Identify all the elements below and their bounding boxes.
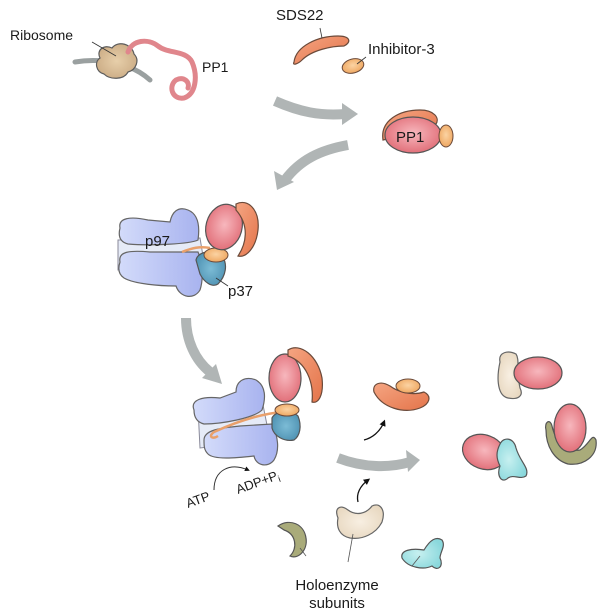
p97-top-lobe-2 [192, 377, 266, 425]
ribosome-group: Ribosome PP1 [10, 27, 229, 101]
holoenzyme-subunits: Holoenzyme subunits [276, 478, 444, 612]
assembled-holoenzymes [461, 351, 597, 481]
released-sds22 [373, 382, 430, 411]
inhibitor3-on-p97-2 [274, 403, 300, 417]
holoenzyme-olive-partner [545, 421, 597, 465]
pp1-nascent-label: PP1 [202, 59, 229, 75]
arrow-to-holoenzymes [336, 453, 412, 472]
p97-bottom-lobe [118, 250, 203, 297]
pp1-on-p97 [205, 203, 243, 251]
sds22-pointer [319, 27, 323, 39]
beige-pointer [347, 533, 354, 563]
p37-pointer [215, 277, 229, 287]
holoenzyme-beige-partner [497, 351, 522, 400]
inhibitor3-shape [341, 58, 365, 74]
adp-subscript: i [277, 474, 282, 484]
cyan-pointer [411, 555, 421, 567]
olive-subunit [276, 521, 307, 558]
unfolded-inhibitor3-chain [209, 410, 283, 439]
adp-text: ADP+P [234, 468, 280, 497]
pp1-complex-label: PP1 [396, 129, 424, 146]
p97-top-lobe [118, 208, 200, 246]
p97-complex-1: p97 p37 [117, 201, 259, 300]
release-arrow [363, 419, 386, 441]
ribosome-label: Ribosome [10, 27, 73, 43]
atp-label: ATP [184, 488, 212, 510]
arrow-to-p97-head [274, 171, 294, 190]
inhibitor3-pointer [356, 56, 367, 65]
pp1-substrate-tail [181, 245, 211, 254]
pp1-sds22-i3-complex: PP1 [382, 109, 454, 154]
holoenzyme-pp1-1 [513, 356, 563, 390]
holoenzyme-label-line2: subunits [309, 595, 365, 612]
arrow-to-complex-head [342, 103, 358, 125]
holoenzyme-pp1-3 [553, 403, 587, 453]
beige-subunit [336, 504, 384, 539]
ribosome-pointer [91, 41, 117, 57]
inhibitor3-label: Inhibitor-3 [368, 41, 435, 58]
sds22-on-p97-2 [287, 347, 323, 403]
p37-label: p37 [228, 283, 253, 300]
arrow-to-complex [272, 96, 346, 120]
arrow-to-holoenzymes-head [406, 450, 420, 472]
holoenzyme-label-line1: Holoenzyme [295, 577, 378, 594]
arrow-to-p97-processing [181, 317, 214, 376]
arrow-to-p97 [281, 140, 349, 184]
olive-pointer [299, 547, 307, 557]
sds22-label: SDS22 [276, 7, 324, 24]
free-regulators: SDS22 Inhibitor-3 [276, 7, 435, 74]
cyan-subunit [401, 537, 444, 570]
released-inhibitor3 [395, 378, 421, 394]
holoenzyme-cyan-partner [496, 438, 528, 481]
sds22-on-p97 [235, 201, 259, 257]
p97-bottom-lobe-2 [203, 423, 279, 466]
nascent-pp1-chain [125, 38, 198, 101]
atp-hydrolysis-arrow [213, 466, 250, 491]
adp-label: ADP+Pi [234, 467, 282, 498]
sds22-shape [293, 35, 350, 65]
pp1-on-p97-2 [268, 353, 302, 403]
arrow-to-p97-processing-head [202, 364, 222, 384]
p97-complex-2: ATP ADP+Pi [184, 347, 323, 511]
inhibitor3-in-complex [438, 124, 454, 148]
recruit-arrow [356, 478, 371, 503]
released-regulators [363, 378, 430, 441]
p97-label: p97 [145, 233, 170, 250]
